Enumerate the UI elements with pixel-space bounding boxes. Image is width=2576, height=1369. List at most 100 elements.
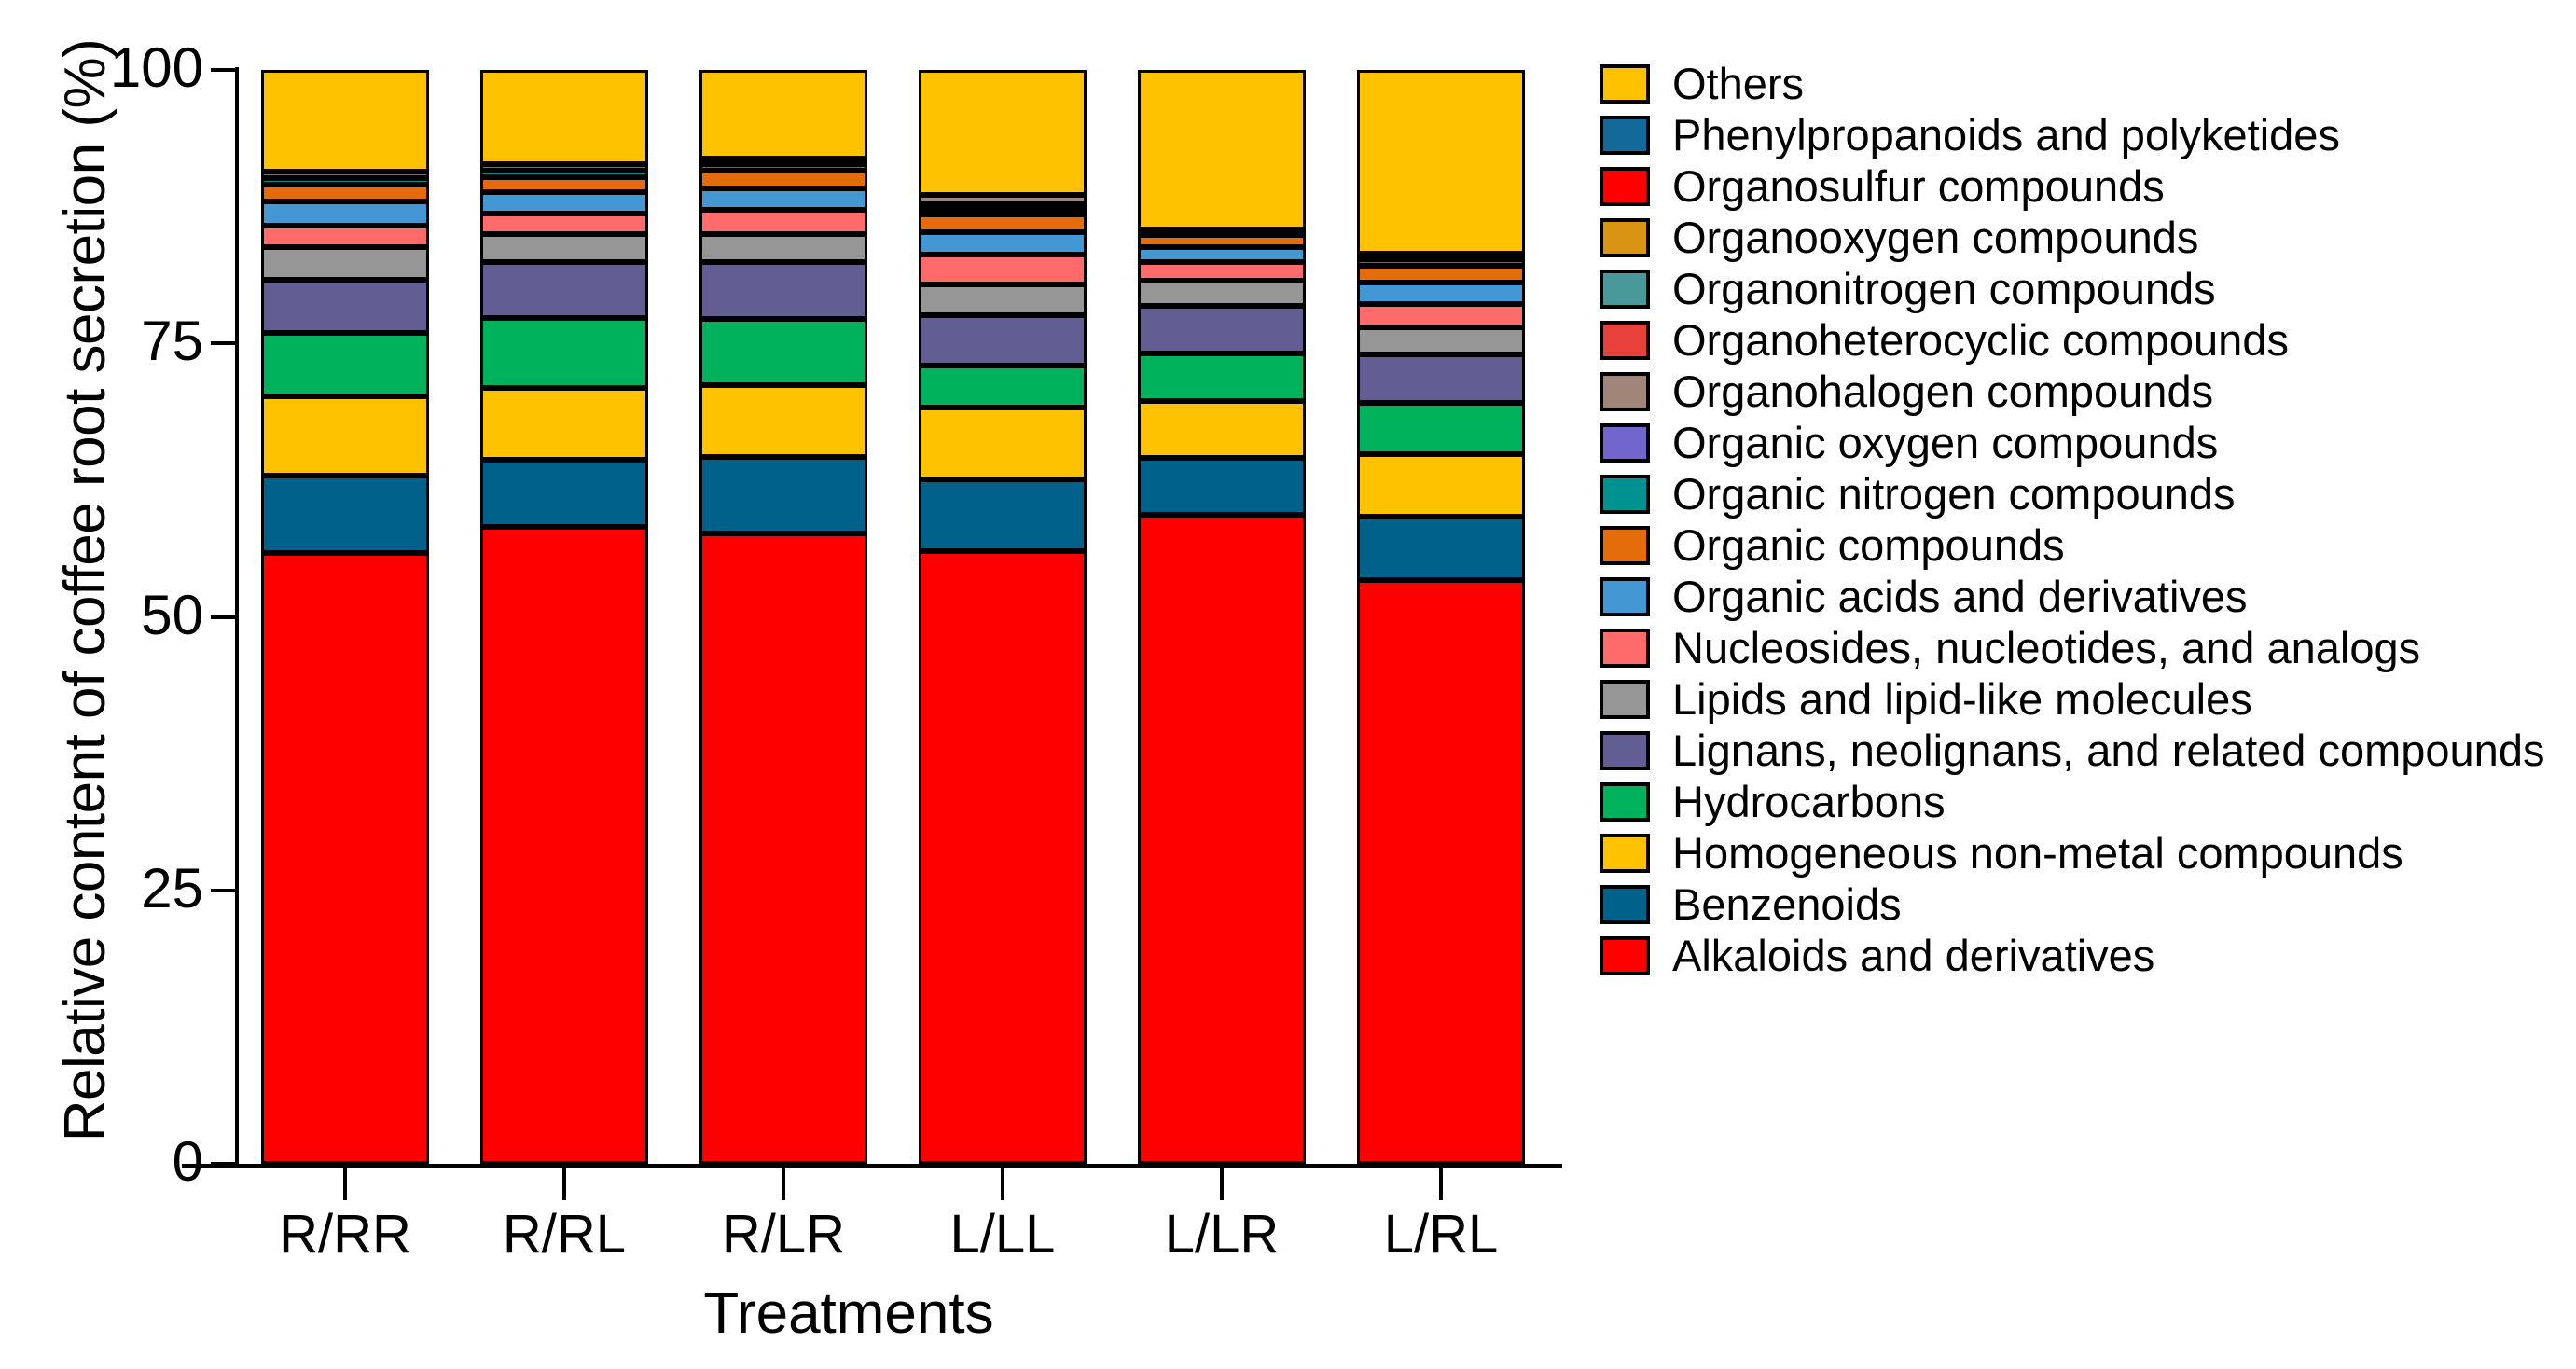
bar-segment[interactable] <box>261 332 429 396</box>
legend-item[interactable]: Organooxygen compounds <box>1600 212 2560 263</box>
bar-segment[interactable] <box>261 172 429 179</box>
bar-segment[interactable] <box>1138 401 1306 459</box>
bar-r-lr[interactable] <box>699 70 867 1164</box>
legend-item[interactable]: Organoheterocyclic compounds <box>1600 314 2560 366</box>
bar-segment[interactable] <box>1138 262 1306 282</box>
bar-segment[interactable] <box>919 408 1087 479</box>
bar-segment[interactable] <box>480 70 648 164</box>
bar-segment[interactable] <box>1357 304 1525 327</box>
legend-item-label: Organosulfur compounds <box>1672 161 2165 211</box>
bar-segment[interactable] <box>480 262 648 319</box>
bar-segment[interactable] <box>699 457 867 534</box>
bar-segment[interactable] <box>1357 258 1525 266</box>
legend-item[interactable]: Phenylpropanoids and polyketides <box>1600 109 2560 160</box>
legend-item[interactable]: Homogeneous non-metal compounds <box>1600 827 2560 878</box>
bar-segment[interactable] <box>480 176 648 193</box>
bar-segment[interactable] <box>699 158 867 164</box>
bar-l-rl[interactable] <box>1357 70 1525 1164</box>
bar-segment[interactable] <box>1138 247 1306 263</box>
bar-segment[interactable] <box>480 388 648 460</box>
bar-segment[interactable] <box>480 213 648 234</box>
bar-segment[interactable] <box>1357 516 1525 580</box>
legend-item[interactable]: Organosulfur compounds <box>1600 160 2560 212</box>
bar-segment[interactable] <box>1357 453 1525 517</box>
bar-segment[interactable] <box>1138 70 1306 230</box>
bar-segment[interactable] <box>699 187 867 211</box>
legend-color-swatch <box>1600 320 1650 360</box>
legend-item[interactable]: Benzenoids <box>1600 878 2560 930</box>
bar-segment[interactable] <box>261 225 429 248</box>
bar-segment[interactable] <box>919 314 1087 366</box>
bar-segment[interactable] <box>261 476 429 554</box>
bar-segment[interactable] <box>919 208 1087 214</box>
bar-segment[interactable] <box>480 170 648 177</box>
bar-segment[interactable] <box>261 178 429 186</box>
legend-item[interactable]: Organic acids and derivatives <box>1600 571 2560 622</box>
bar-segment[interactable] <box>1138 281 1306 307</box>
bar-segment[interactable] <box>261 201 429 226</box>
bar-segment[interactable] <box>261 247 429 281</box>
bar-segment[interactable] <box>919 255 1087 284</box>
bar-segment[interactable] <box>919 478 1087 552</box>
bar-segment[interactable] <box>480 318 648 389</box>
bar-segment[interactable] <box>1357 265 1525 283</box>
bar-segment[interactable] <box>699 70 867 159</box>
x-axis-tick-label-l-lr: L/LR <box>1164 1204 1280 1265</box>
bar-segment[interactable] <box>699 163 867 171</box>
legend-item[interactable]: Organonitrogen compounds <box>1600 263 2560 314</box>
bar-segment[interactable] <box>480 459 648 528</box>
bar-segment[interactable] <box>1357 253 1525 259</box>
legend-item[interactable]: Hydrocarbons <box>1600 776 2560 827</box>
bar-segment[interactable] <box>1357 579 1525 1164</box>
legend-item[interactable]: Organic oxygen compounds <box>1600 417 2560 468</box>
bar-segment[interactable] <box>919 365 1087 408</box>
bar-segment[interactable] <box>919 214 1087 232</box>
bar-segment[interactable] <box>699 262 867 320</box>
bar-segment[interactable] <box>1357 353 1525 403</box>
bar-segment[interactable] <box>1138 353 1306 402</box>
legend-item[interactable]: Organic nitrogen compounds <box>1600 468 2560 519</box>
legend-item[interactable]: Lignans, neolignans, and related compoun… <box>1600 725 2560 776</box>
bar-segment[interactable] <box>919 551 1087 1164</box>
legend-color-swatch <box>1600 422 1650 463</box>
bar-segment[interactable] <box>261 553 429 1164</box>
legend-item[interactable]: Nucleosides, nucleotides, and analogs <box>1600 622 2560 673</box>
bar-segment[interactable] <box>261 280 429 333</box>
bar-segment[interactable] <box>699 319 867 385</box>
bar-r-rl[interactable] <box>480 70 648 1164</box>
legend-item[interactable]: Others <box>1600 58 2560 109</box>
bar-segment[interactable] <box>261 185 429 201</box>
bar-segment[interactable] <box>1357 402 1525 454</box>
bar-segment[interactable] <box>699 384 867 458</box>
bar-segment[interactable] <box>699 170 867 188</box>
bar-segment[interactable] <box>699 533 867 1164</box>
bar-segment[interactable] <box>919 70 1087 195</box>
bar-segment[interactable] <box>480 527 648 1164</box>
bar-segment[interactable] <box>1138 458 1306 516</box>
legend-item[interactable]: Organic compounds <box>1600 519 2560 571</box>
bar-segment[interactable] <box>919 194 1087 204</box>
bar-segment[interactable] <box>480 192 648 214</box>
bar-segment[interactable] <box>699 233 867 263</box>
bar-segment[interactable] <box>1138 235 1306 248</box>
bar-segment[interactable] <box>480 163 648 171</box>
bar-segment[interactable] <box>1138 306 1306 353</box>
bar-l-ll[interactable] <box>919 70 1087 1164</box>
legend-item[interactable]: Alkaloids and derivatives <box>1600 930 2560 981</box>
x-axis-title: Treatments <box>703 1281 994 1346</box>
bar-segment[interactable] <box>919 202 1087 209</box>
bar-segment[interactable] <box>261 395 429 477</box>
bar-segment[interactable] <box>699 210 867 234</box>
legend-item[interactable]: Lipids and lipid-like molecules <box>1600 673 2560 725</box>
bar-l-lr[interactable] <box>1138 70 1306 1164</box>
bar-segment[interactable] <box>1357 282 1525 305</box>
legend-item[interactable]: Organohalogen compounds <box>1600 366 2560 417</box>
bar-segment[interactable] <box>1138 515 1306 1164</box>
bar-segment[interactable] <box>261 70 429 173</box>
bar-segment[interactable] <box>919 283 1087 315</box>
bar-r-rr[interactable] <box>261 70 429 1164</box>
bar-segment[interactable] <box>919 231 1087 256</box>
bar-segment[interactable] <box>1357 326 1525 354</box>
bar-segment[interactable] <box>1357 70 1525 255</box>
bar-segment[interactable] <box>480 233 648 263</box>
